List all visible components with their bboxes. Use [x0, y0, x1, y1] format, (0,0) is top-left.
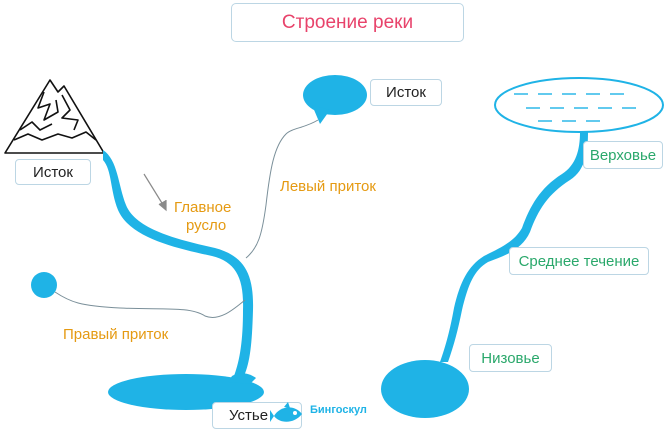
right-tributary	[31, 272, 246, 318]
lower-course-label: Низовье	[481, 349, 540, 367]
mountain-icon	[4, 79, 105, 154]
source-top-label: Исток	[386, 84, 426, 101]
right-tributary-label: Правый приток	[63, 326, 169, 343]
mouth-label: Устье	[229, 407, 269, 424]
middle-course-label: Среднее течение	[518, 252, 640, 270]
page-title: Строение реки	[281, 11, 414, 33]
right-river	[381, 132, 588, 418]
main-channel-label-line2: русло	[186, 217, 227, 234]
fish-logo-icon	[270, 402, 302, 422]
main-channel-label-line1: Главное	[174, 199, 232, 216]
source-left-box: Исток	[15, 159, 91, 185]
main-river	[103, 150, 264, 410]
lower-course-box: Низовье	[469, 344, 552, 372]
lake	[494, 77, 664, 133]
source-left-label: Исток	[33, 163, 73, 181]
middle-course-box: Среднее течение	[509, 247, 649, 275]
title-box: Строение реки	[231, 3, 464, 42]
upper-course-label: Верховье	[589, 146, 657, 164]
left-tributary-label: Левый приток	[280, 178, 376, 195]
source-top-box: Исток	[370, 79, 442, 106]
arrow-icon	[143, 173, 167, 212]
brand-logo-text: Бингоскул	[310, 404, 367, 416]
left-tributary	[245, 75, 367, 259]
upper-course-box: Верховье	[583, 141, 663, 169]
